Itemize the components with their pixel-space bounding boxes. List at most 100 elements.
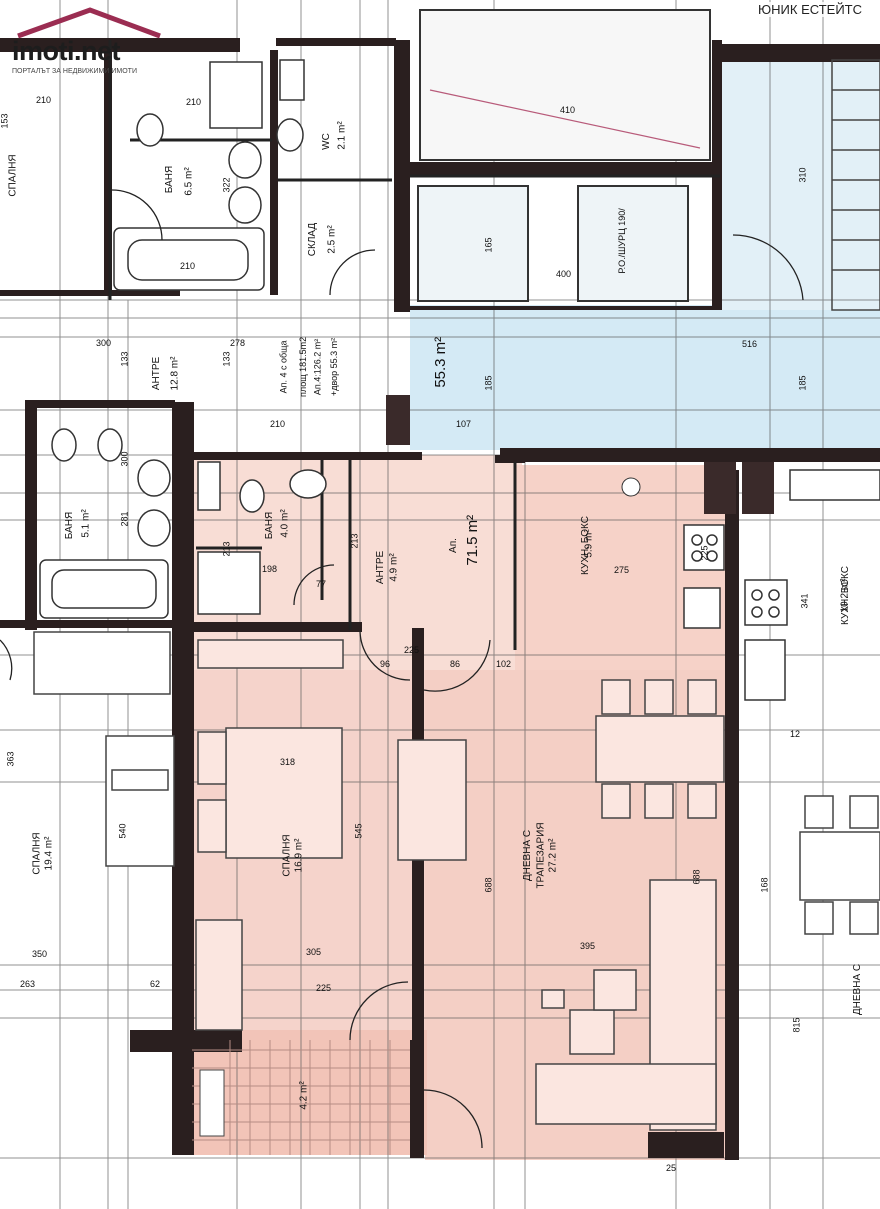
room-apt-entry-area: 4.9 m²: [388, 553, 400, 582]
brand-tagline: ПОРТАЛЪТ ЗА НЕДВИЖИМИ ИМОТИ: [12, 68, 137, 75]
dim-label: 341: [799, 593, 810, 609]
dim-label: 318: [280, 757, 296, 767]
dim-label: 107: [456, 419, 472, 429]
kitchen-fixtures: [683, 469, 880, 701]
dim-label: 133: [119, 351, 130, 367]
dim-label: 395: [580, 941, 596, 951]
dim-label: 25: [666, 1163, 677, 1173]
dim-label: 12: [790, 729, 801, 739]
apt4-note-line1: Ап. 4 с обща: [278, 340, 289, 394]
dim-label: 322: [221, 177, 232, 193]
dim-label: 300: [96, 338, 112, 348]
company-label: ЮНИК ЕСТЕЙТС: [754, 2, 866, 17]
dim-label: 275: [614, 565, 630, 575]
shaft-diagonal: [429, 89, 701, 149]
dim-label: 133: [221, 351, 232, 367]
room-apt-bath-name: БАНЯ: [264, 511, 276, 540]
common-area-fill-right: [720, 60, 880, 310]
brand-name: imoti.net: [12, 36, 121, 66]
terrace-planter: [199, 1069, 225, 1137]
room-left-bath-name: БАНЯ: [64, 511, 76, 540]
dim-label: 305: [306, 947, 322, 957]
dim-label: 278: [230, 338, 246, 348]
room-top-bath-area: 6.5 m²: [183, 167, 195, 196]
dim-label: 545: [353, 823, 364, 839]
room-wc-area: 2.1 m²: [336, 121, 348, 150]
dim-label: 62: [150, 979, 161, 989]
dim-label: 225: [316, 983, 332, 993]
dim-label: 185: [483, 375, 494, 391]
room-living-name: ДНЕВНА С: [522, 829, 534, 882]
room-apt-bath-area: 4.0 m²: [279, 509, 291, 538]
room-apt-bedroom-name: СПАЛНЯ: [281, 834, 293, 877]
room-top-left-bedroom: СПАЛНЯ: [7, 154, 19, 197]
dim-label: 102: [496, 659, 512, 669]
dining-set: [595, 679, 880, 935]
bedroom-furniture: [33, 631, 344, 1031]
dim-label: 815: [791, 1017, 802, 1033]
apartment-name: Ап.: [447, 538, 459, 553]
shaft-boxes: [417, 9, 711, 302]
dim-label: 281: [119, 511, 130, 527]
room-apt-entry-name: АНТРЕ: [375, 550, 387, 585]
room-living-area: 27.2 m²: [547, 838, 559, 873]
dim-label: 300: [119, 451, 130, 467]
dim-label: 198: [262, 564, 278, 574]
dim-label: 516: [742, 339, 758, 349]
door-swings: [0, 189, 804, 1149]
round-table: [621, 477, 641, 497]
apt4-note-line3: Ап.4:126.2 m²: [312, 338, 323, 396]
apt4-note-line4: +двор 55.3 m²: [329, 337, 340, 397]
room-apt-bedroom-area: 16.9 m²: [293, 838, 305, 873]
room-storage-area: 2.5 m²: [326, 225, 338, 254]
apartment-area: 71.5 m²: [464, 514, 482, 566]
dim-label: 363: [5, 751, 16, 767]
house-roof-logo: [17, 7, 161, 39]
dim-label: 225: [699, 545, 710, 561]
dim-label: 185: [797, 375, 808, 391]
dim-label: 77: [316, 579, 327, 589]
dim-label: 86: [450, 659, 461, 669]
dim-label: 213: [349, 533, 360, 549]
dim-label: 350: [32, 949, 48, 959]
dim-label: 688: [691, 869, 702, 885]
dim-label: 153: [0, 113, 10, 129]
dim-label: 210: [270, 419, 286, 429]
room-kitchen-right-area: 10.2 m²: [839, 578, 851, 613]
dim-label: 210: [186, 97, 202, 107]
room-wc-name: WC: [320, 133, 332, 150]
dim-label: 310: [797, 167, 808, 183]
dim-label: 168: [759, 877, 770, 893]
room-kitchen-area: 5.9 m²: [583, 529, 595, 558]
dim-label: 410: [560, 105, 576, 115]
dim-label: 213: [221, 541, 232, 557]
dim-label: 263: [20, 979, 36, 989]
room-entry-top-name: АНТРЕ: [151, 356, 163, 391]
lift-label: Р.О./ШУРЦ 190/: [616, 208, 627, 274]
dim-label: 225: [404, 645, 420, 655]
room-top-bath-name: БАНЯ: [164, 165, 176, 194]
room-left-bath-area: 5.1 m²: [80, 509, 92, 538]
dim-label: 688: [483, 877, 494, 893]
dim-label: 540: [117, 823, 128, 839]
watermark-logo: imoti.net ПОРТАЛЪТ ЗА НЕДВИЖИМИ ИМОТИ: [8, 6, 176, 76]
room-storage-name: СКЛАД: [307, 222, 319, 257]
dim-label: 210: [180, 261, 196, 271]
stairs: [831, 59, 880, 311]
dim-label: 210: [36, 95, 52, 105]
room-entry-top-area: 12.8 m²: [169, 356, 181, 391]
bathroom-fixtures: [39, 59, 327, 619]
room-right-living-name: ДНЕВНА С: [852, 963, 864, 1016]
dim-label: 165: [483, 237, 494, 253]
dim-label: 96: [380, 659, 391, 669]
room-left-bedroom-name: СПАЛНЯ: [31, 832, 43, 875]
room-left-bedroom-area: 19.4 m²: [43, 836, 55, 871]
terrace-area: 4.2 m²: [298, 1081, 310, 1110]
room-living-name2: ТРАПЕЗАРИЯ: [535, 822, 547, 889]
common-area-label: 55.3 m²: [432, 336, 450, 388]
living-furniture: [397, 739, 717, 1131]
dim-label: 400: [556, 269, 572, 279]
columns: [386, 395, 774, 514]
